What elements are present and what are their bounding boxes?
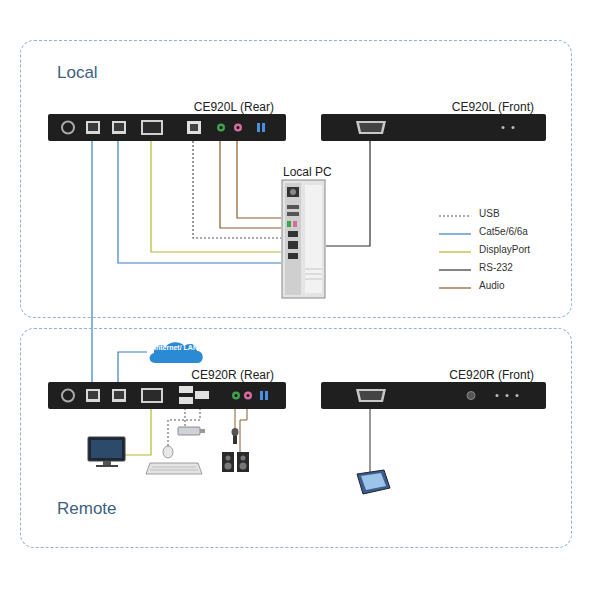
region-frame: LocalCE920L (Rear) CE920L (Front) Local PC… (20, 40, 572, 318)
cloud-label: Internet/ LAN (147, 341, 205, 355)
unit-label-wrap: CE920L (Rear) (194, 97, 274, 115)
region-frame: Remote CE920R (Rear) CE920R (Front) Interne… (20, 328, 572, 548)
legend-line-sample (439, 229, 471, 239)
unit-label: CE920L (Front) (452, 100, 534, 114)
cable-connector (193, 141, 281, 238)
legend-line-sample (439, 283, 471, 293)
extender-unit: CE920L (Front) (321, 114, 546, 141)
region-title: Local (57, 63, 98, 83)
cable-connector (118, 141, 281, 263)
cable-connector (237, 141, 281, 218)
legend-line-sample (439, 247, 471, 257)
unit-label: CE920R (Rear) (191, 368, 274, 382)
unit-label-wrap: CE920L (Front) (452, 97, 534, 115)
legend-text: USB (479, 208, 500, 219)
legend-text: Audio (479, 280, 505, 291)
port-panel (321, 114, 546, 141)
legend-line-sample (439, 211, 471, 221)
extender-unit: CE920R (Rear) (48, 382, 286, 409)
cable-connector (220, 141, 281, 228)
unit-label: CE920R (Front) (449, 368, 534, 382)
port-panel (321, 382, 546, 409)
pc-label-wrap: Local PC (283, 162, 332, 180)
port-panel (48, 114, 286, 141)
unit-label-wrap: CE920R (Front) (449, 365, 534, 383)
unit-label-wrap: CE920R (Rear) (191, 365, 274, 383)
cable-connector (118, 352, 147, 382)
cable-connector (151, 141, 281, 252)
cable-connector (326, 141, 370, 246)
extender-unit: CE920L (Rear) (48, 114, 286, 141)
port-panel (48, 382, 286, 409)
unit-label: CE920L (Rear) (194, 100, 274, 114)
extender-unit: CE920R (Front) (321, 382, 546, 409)
region-title: Remote (57, 499, 117, 519)
pc-illustration (281, 179, 326, 299)
pc-label: Local PC (283, 165, 332, 179)
network-cloud: Internet/ LAN (147, 341, 205, 365)
cable-connector (91, 141, 92, 382)
pc-tower: Local PC (281, 179, 326, 299)
legend-line-sample (439, 265, 471, 275)
legend-text: DisplayPort (479, 244, 530, 255)
legend-text: RS-232 (479, 262, 513, 273)
legend-text: Cat5e/6/6a (479, 226, 528, 237)
